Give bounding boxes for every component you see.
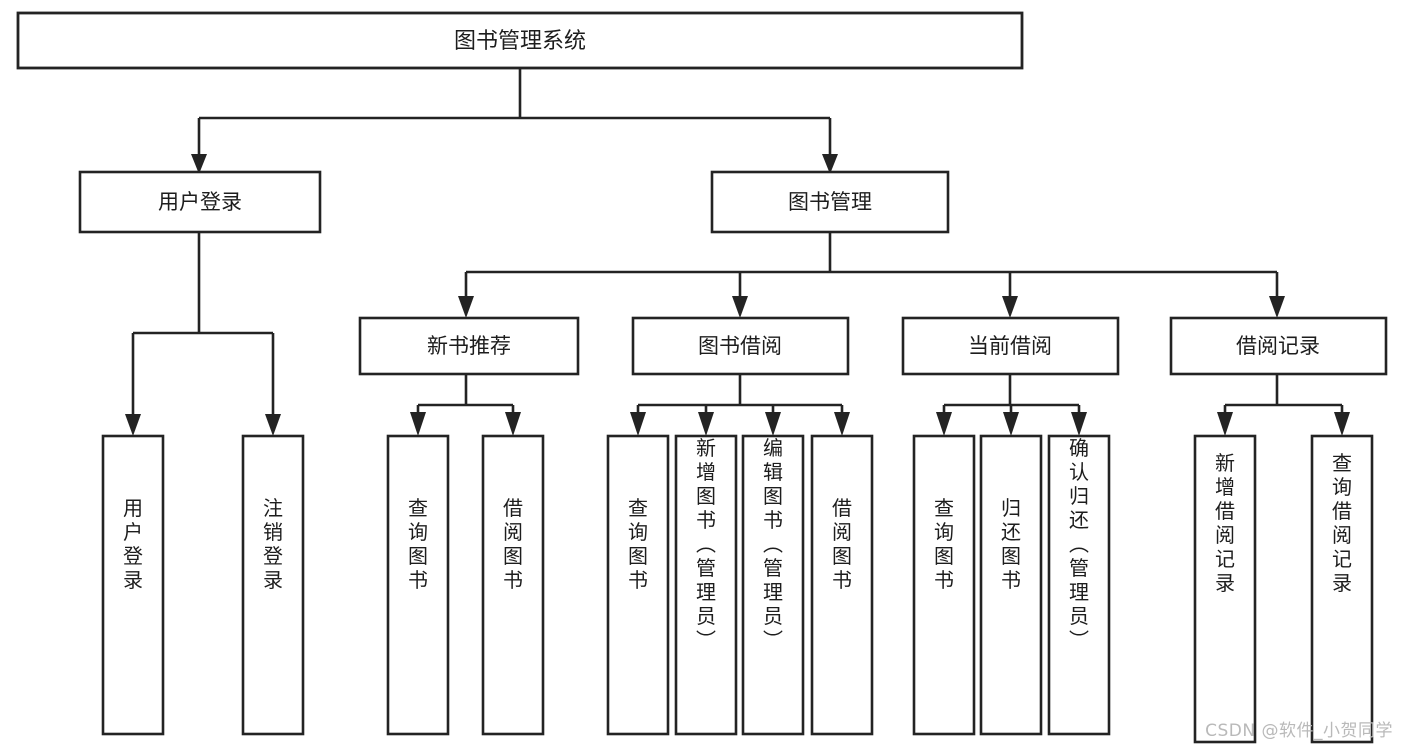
arrow-head-new-book-recommend [458, 296, 474, 318]
arrow-head-leaf-user-login [125, 414, 141, 436]
connector-group-root [191, 68, 838, 174]
node-leaf-borrow-book-1-box[interactable] [481, 434, 545, 736]
node-leaf-query-book-2-label: 查询图书 [628, 496, 648, 592]
arrow-head-cb-leaf-2 [1003, 412, 1019, 436]
arrow-head-bb-leaf-3 [765, 412, 781, 436]
node-leaf-query-record[interactable]: 查询借阅记录 [1310, 434, 1374, 744]
node-leaf-confirm-return-label: 确认归还︵管理员︶ [1069, 436, 1089, 652]
node-borrow-record-box[interactable] [1169, 316, 1388, 376]
node-leaf-borrow-book-2-label: 借阅图书 [832, 496, 852, 592]
node-current-borrow-box[interactable] [901, 316, 1120, 376]
arrow-head-bb-leaf-1 [630, 412, 646, 436]
node-leaf-return-book-label: 归还图书 [1001, 496, 1021, 592]
arrow-head-bb-leaf-4 [834, 412, 850, 436]
arrow-head-nbr-leaf-1 [410, 412, 426, 436]
node-book-manage[interactable]: 图书管理 [710, 170, 950, 234]
node-user-login-label: 用户登录 [158, 190, 242, 214]
node-leaf-query-book-1-label: 查询图书 [408, 496, 428, 592]
node-leaf-borrow-book-2-box[interactable] [810, 434, 874, 736]
arrow-head-cb-leaf-3 [1071, 412, 1087, 436]
arrow-head-bb-leaf-2 [698, 412, 714, 436]
node-leaf-query-record-box[interactable] [1310, 434, 1374, 744]
connector-group-current-borrow [936, 374, 1087, 436]
node-leaf-add-book-box[interactable] [674, 434, 738, 736]
arrow-head-br-leaf-1 [1217, 412, 1233, 436]
csdn-watermark: CSDN @软件_小贺同学 [1205, 721, 1393, 741]
node-leaf-add-book-label: 新增图书︵管理员︶ [696, 436, 716, 652]
connector-group-borrow-record [1217, 374, 1350, 436]
node-user-login-box[interactable] [78, 170, 322, 234]
node-leaf-query-record-label: 查询借阅记录 [1332, 451, 1352, 595]
arrow-head-cb-leaf-1 [936, 412, 952, 436]
node-leaf-add-record-label: 新增借阅记录 [1215, 451, 1235, 595]
arrow-head-user-login [191, 154, 207, 174]
node-leaf-query-book-2[interactable]: 查询图书 [606, 434, 670, 736]
node-leaf-return-book[interactable]: 归还图书 [979, 434, 1043, 736]
node-book-borrow[interactable]: 图书借阅 [631, 316, 850, 376]
node-current-borrow-label: 当前借阅 [968, 334, 1052, 358]
node-book-borrow-label: 图书借阅 [698, 334, 782, 358]
connector-group-book-manage [458, 232, 1285, 318]
node-user-login[interactable]: 用户登录 [78, 170, 322, 234]
arrow-head-nbr-leaf-2 [505, 412, 521, 436]
node-leaf-query-book-3-label: 查询图书 [934, 496, 954, 592]
arrow-head-book-borrow [732, 296, 748, 318]
connector-group-user-login [125, 232, 281, 436]
arrow-head-leaf-logout-login [265, 414, 281, 436]
node-leaf-confirm-return-box[interactable] [1047, 434, 1111, 736]
node-new-book-recommend[interactable]: 新书推荐 [358, 316, 580, 376]
node-leaf-edit-book-box[interactable] [741, 434, 805, 736]
connector-group-new-book-recommend [410, 374, 521, 436]
node-book-manage-box[interactable] [710, 170, 950, 234]
node-leaf-query-book-3[interactable]: 查询图书 [912, 434, 976, 736]
node-leaf-edit-book[interactable]: 编辑图书︵管理员︶ [741, 434, 805, 736]
node-book-manage-label: 图书管理 [788, 190, 872, 214]
node-leaf-user-login-label: 用户登录 [123, 496, 143, 592]
connector-group-book-borrow [630, 374, 850, 436]
node-new-book-recommend-label: 新书推荐 [427, 334, 511, 358]
node-root[interactable]: 图书管理系统 [16, 11, 1024, 70]
node-root-label: 图书管理系统 [454, 29, 586, 54]
node-leaf-borrow-book-1-label: 借阅图书 [503, 496, 523, 592]
node-leaf-add-book[interactable]: 新增图书︵管理员︶ [674, 434, 738, 736]
node-leaf-user-login[interactable]: 用户登录 [101, 434, 165, 736]
node-leaf-borrow-book-2[interactable]: 借阅图书 [810, 434, 874, 736]
arrow-head-current-borrow [1002, 296, 1018, 318]
node-leaf-query-book-1[interactable]: 查询图书 [386, 434, 450, 736]
node-leaf-confirm-return[interactable]: 确认归还︵管理员︶ [1047, 434, 1111, 736]
node-new-book-recommend-box[interactable] [358, 316, 580, 376]
node-leaf-add-record[interactable]: 新增借阅记录 [1193, 434, 1257, 744]
node-leaf-query-book-1-box[interactable] [386, 434, 450, 736]
node-leaf-logout-login-box[interactable] [241, 434, 305, 736]
node-leaf-borrow-book-1[interactable]: 借阅图书 [481, 434, 545, 736]
node-current-borrow[interactable]: 当前借阅 [901, 316, 1120, 376]
node-leaf-add-record-box[interactable] [1193, 434, 1257, 744]
node-borrow-record-label: 借阅记录 [1236, 334, 1320, 358]
node-leaf-query-book-3-box[interactable] [912, 434, 976, 736]
node-leaf-user-login-box[interactable] [101, 434, 165, 736]
node-book-borrow-box[interactable] [631, 316, 850, 376]
arrow-head-borrow-record [1269, 296, 1285, 318]
node-leaf-edit-book-label: 编辑图书︵管理员︶ [763, 436, 783, 652]
node-leaf-return-book-box[interactable] [979, 434, 1043, 736]
node-leaf-query-book-2-box[interactable] [606, 434, 670, 736]
node-borrow-record[interactable]: 借阅记录 [1169, 316, 1388, 376]
node-root-box[interactable] [16, 11, 1024, 70]
node-leaf-logout-login[interactable]: 注销登录 [241, 434, 305, 736]
arrow-head-br-leaf-2 [1334, 412, 1350, 436]
node-leaf-logout-login-label: 注销登录 [263, 496, 283, 592]
arrow-head-book-manage [822, 154, 838, 174]
